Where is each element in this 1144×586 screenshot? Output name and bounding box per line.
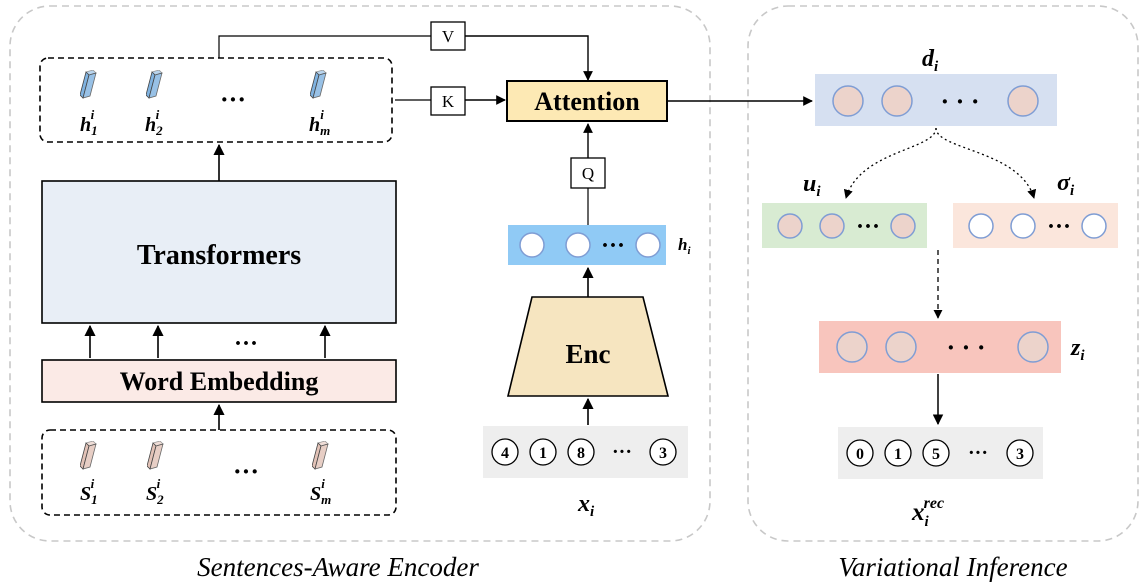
x-token-value: 8 [577,445,585,462]
sigma-vector-dots: ··· [1047,214,1071,240]
sentence-icon [80,441,97,470]
x-token [529,438,557,466]
h-node [565,232,591,258]
xrec-token-value: 1 [894,446,902,463]
d-node [881,85,913,117]
z-node [885,331,917,363]
xrec-label: xirec [911,495,944,530]
x-token-value: 3 [659,445,667,462]
xrec-token-value: 5 [932,446,940,463]
k-box [430,86,466,116]
x-token [567,438,595,466]
word-embedding-label: Word Embedding [120,367,319,396]
k-label: K [442,92,455,111]
transformers-label: Transformers [137,240,301,271]
variational-caption: Variational Inference [838,552,1067,582]
hidden-state-label: hmi [309,107,330,138]
u-vector-dots: ··· [856,214,880,240]
hidden-state-icon [310,70,327,99]
q-label: Q [582,164,594,183]
d-label: di [922,46,939,75]
sentence-label: Smi [310,476,331,507]
sentence-label: S2i [146,476,164,507]
xrec-token [846,439,874,467]
enc-label: Enc [565,339,610,369]
sigma-node [1081,213,1107,239]
q-box [570,157,606,189]
attention-label: Attention [534,87,640,116]
mu-branch [843,127,937,199]
u-node [890,213,916,239]
xrec-token [1006,439,1034,467]
sentences-ellipsis: ··· [233,457,259,486]
x-token-value: 4 [501,445,509,462]
sentence-icon [312,441,329,470]
encoder-caption: Sentences-Aware Encoder [197,552,479,582]
v-box [430,21,466,51]
sentences-box [41,429,397,516]
sigma-branch [935,127,1037,199]
x-token [491,438,519,466]
x-token [649,438,677,466]
xrec-token-ellipsis: ··· [968,442,988,464]
z-node [836,331,868,363]
z-node [1017,331,1049,363]
sentence-icon [147,441,164,470]
z-label: zi [1070,335,1085,364]
hidden-states-box [39,57,393,143]
sentence-label: S1i [80,476,98,507]
v-arrow [465,35,593,81]
d-node [832,85,864,117]
variational-panel [747,5,1139,542]
xrec-token [922,439,950,467]
xrec-token-value: 0 [856,446,864,463]
hidden-state-icon [146,70,163,99]
x-token-ellipsis: ··· [612,441,632,463]
hidden-state-label: h1i [80,107,98,138]
d-node [1007,85,1039,117]
xrec-token-value: 3 [1016,446,1024,463]
h-label: hi [678,235,691,257]
x-label: xi [577,491,595,520]
h-node [519,232,545,258]
u-node [777,213,803,239]
xrec-token [884,439,912,467]
x-token-value: 1 [539,445,547,462]
h-vector-dots: ··· [601,233,625,259]
sigma-node [1010,213,1036,239]
sigma-node [968,213,994,239]
sigma-label: σi [1057,170,1075,199]
hidden-state-icon [80,70,97,99]
word-embedding-block [41,359,397,403]
v-connector [218,35,431,58]
transformers-block [41,180,397,324]
hidden-ellipsis: ··· [220,85,246,114]
hidden-state-label: h2i [145,107,163,138]
h-node [635,232,661,258]
enc-block [506,296,670,397]
u-label: ui [803,171,821,200]
z-vector-dots: · · · [946,333,985,362]
arrows-ellipsis: ··· [234,331,258,357]
u-node [819,213,845,239]
v-label: V [442,27,455,46]
d-vector-dots: · · · [940,87,979,116]
